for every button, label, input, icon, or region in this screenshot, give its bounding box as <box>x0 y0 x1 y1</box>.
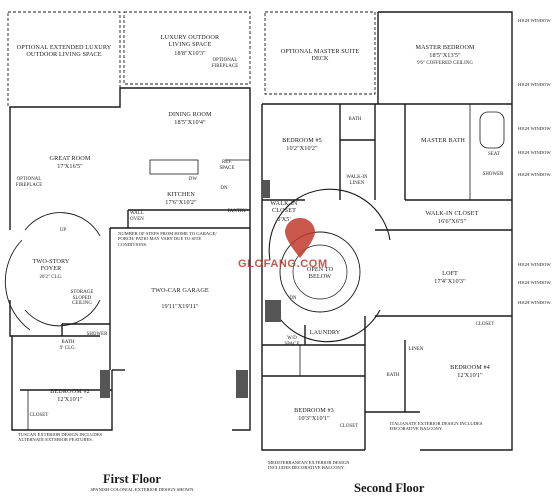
second-floor-walls <box>261 11 513 451</box>
second-floor-bath-mid-label: BATH <box>386 373 400 378</box>
first-floor-bath-ceiling-label: 9' CLG. <box>60 346 76 351</box>
walk-in-closet-small-dimension: 6'X5' <box>277 216 291 223</box>
loft-dimension: 17'4"X10'3" <box>434 278 466 285</box>
dw-label: DW <box>188 177 198 182</box>
second-floor-bath-top-label: BATH <box>348 117 362 122</box>
luxury-outdoor-label: LUXURY OUTDOOR LIVING SPACE <box>160 34 220 49</box>
second-floor-dn-label: DN <box>289 296 297 301</box>
first-floor-title: First Floor <box>103 472 161 486</box>
bedroom4-dimension: 12'X10'1" <box>457 372 483 379</box>
garage-dimension: 19'11"X19'11" <box>161 303 199 310</box>
bedroom2-label: BEDROOM #2 <box>50 388 90 395</box>
high-window-label: HIGH WINDOW <box>518 18 551 23</box>
great-room-label: GREAT ROOM <box>49 155 91 162</box>
kitchen-dimension: 17'6"X10'2" <box>165 199 197 206</box>
walk-in-closet-dimension: 16'6"X6'5" <box>437 218 467 225</box>
kitchen-label: KITCHEN <box>167 191 195 198</box>
second-floor-shower-label: SHOWER <box>482 172 504 177</box>
optional-fireplace-top-label: OPTIONAL FIREPLACE <box>211 58 239 69</box>
bedroom4-label: BEDROOM #4 <box>450 364 490 371</box>
first-floor-up-label: UP <box>59 228 67 233</box>
ref-space-label: REF. SPACE <box>219 160 235 171</box>
optional-extended-outdoor-label: OPTIONAL EXTENDED LUXURY OUTDOOR LIVING … <box>16 44 112 59</box>
walk-in-closet-label: WALK-IN CLOSET <box>425 210 479 217</box>
second-floor-title: Second Floor <box>354 481 425 495</box>
foyer-label: TWO-STORY FOYER <box>32 258 70 273</box>
high-window-label: HIGH WINDOW <box>518 82 551 87</box>
first-floor-shower-label: SHOWER <box>86 332 108 337</box>
high-window-label: HIGH WINDOW <box>518 126 551 131</box>
bedroom2-dimension: 12'X10'1" <box>57 396 83 403</box>
master-bedroom-dimension: 18'5"X13'5" <box>429 52 461 59</box>
mediterranean-note: MEDITERRANEAN EXTERIOR DESIGN INCLUDES D… <box>268 460 350 471</box>
coffered-ceiling-label: 9'6" COFFERED CEILING <box>417 61 473 66</box>
laundry-label: LAUNDRY <box>309 329 341 336</box>
first-floor-bath-label: BATH <box>61 340 75 345</box>
seat-label: SEAT <box>488 152 500 157</box>
second-floor-closet-bottom-label: CLOSET <box>339 424 359 429</box>
great-room-dimension: 17'X16'5" <box>57 163 83 170</box>
walk-in-closet-small-label: WALK-IN CLOSET <box>270 200 298 215</box>
bedroom3-label: BEDROOM #3 <box>294 407 334 414</box>
dining-room-dimension: 18'5"X10'4" <box>174 119 206 126</box>
second-floor-closet-right-label: CLOSET <box>475 322 495 327</box>
first-floor-closet-label: CLOSET <box>29 413 49 418</box>
bedroom3-dimension: 10'3"X10'1" <box>298 415 330 422</box>
tuscan-note: TUSCAN EXTERIOR DESIGN INCLUDES ALTERNAT… <box>18 432 103 443</box>
high-window-label: HIGH WINDOW <box>518 172 551 177</box>
garage-label: TWO-CAR GARAGE <box>151 287 209 294</box>
watermark-text: GLOFANG.COM <box>238 258 328 270</box>
pantry-label: PANTRY <box>227 209 247 214</box>
master-bath-label: MASTER BATH <box>421 137 465 144</box>
high-window-label: HIGH WINDOW <box>518 300 551 305</box>
wall-oven-label: WALL OVEN <box>130 211 144 222</box>
high-window-label: HIGH WINDOW <box>518 150 551 155</box>
walk-in-linen-label: WALK-IN LINEN <box>346 175 368 186</box>
linen-label: LINEN <box>408 347 424 352</box>
master-bedroom-label: MASTER BEDROOM <box>415 44 475 51</box>
optional-fireplace-left-label: OPTIONAL FIREPLACE <box>15 177 43 188</box>
high-window-label: HIGH WINDOW <box>518 262 551 267</box>
first-floor-subtitle: SPANISH COLONIAL EXTERIOR DESIGN SHOWN <box>90 487 194 492</box>
first-floor-dn-label: DN <box>220 186 228 191</box>
storage-label: STORAGE SLOPED CEILING <box>70 290 94 307</box>
italianate-note: ITALIANATE EXTERIOR DESIGN INCLUDES DECO… <box>390 421 483 432</box>
high-window-label: HIGH WINDOW <box>518 280 551 285</box>
bedroom5-label: BEDROOM #5 <box>282 137 322 144</box>
steps-note: NUMBER OF STEPS FROM HOME TO GARAGE/ POR… <box>118 231 217 247</box>
open-to-below-label: OPEN TO BELOW <box>306 266 334 281</box>
loft-label: LOFT <box>442 270 458 277</box>
luxury-outdoor-dimension: 18'8"X10'3" <box>174 50 206 57</box>
watermark-logo <box>285 218 315 258</box>
wall-accents <box>100 180 281 398</box>
optional-master-deck-label: OPTIONAL MASTER SUITE DECK <box>280 48 360 63</box>
foyer-ceiling-label: 20'2" CLG. <box>39 275 63 280</box>
dining-room-label: DINING ROOM <box>168 111 212 118</box>
wd-space-label: W/D SPACE <box>284 336 300 347</box>
bedroom5-dimension: 10'2"X10'2" <box>286 145 318 152</box>
first-floor-walls <box>4 11 251 431</box>
